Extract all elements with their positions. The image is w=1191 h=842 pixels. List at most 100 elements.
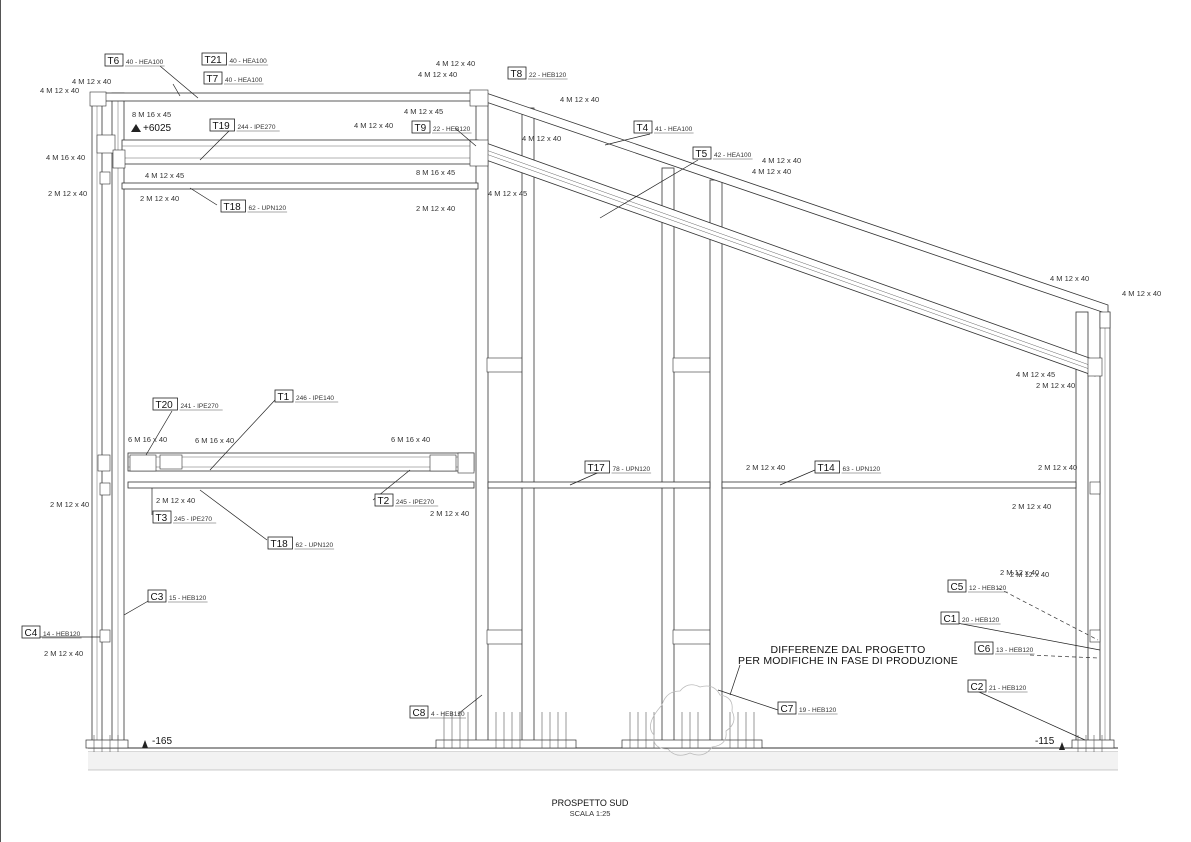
bolt-label: 8 M 16 x 45 [132, 110, 171, 119]
member-tag-desc: 41 - HEA100 [655, 126, 693, 133]
bolt-label: 2 M 12 x 40 [1012, 502, 1051, 511]
note-line-2: PER MODIFICHE IN FASE DI PRODUZIONE [738, 655, 958, 667]
bolt-label: 2 M 12 x 40 [430, 509, 469, 518]
bolt-label: 2 M 12 x 40 [1000, 568, 1039, 577]
column-c1 [1099, 311, 1111, 749]
member-tag-t20: T20 241 - IPE270 [152, 397, 223, 411]
member-tag-id: T3 [156, 513, 168, 524]
bolt-labels: 4 M 12 x 404 M 12 x 404 M 12 x 404 M 12 … [40, 59, 1161, 658]
ground-line [88, 747, 1118, 771]
member-tag-box [947, 579, 967, 593]
beam-t1 [127, 452, 475, 472]
member-tag-id: C4 [25, 628, 38, 639]
member-tag-id: T20 [156, 400, 174, 411]
title-name: PROSPETTO SUD [552, 798, 629, 808]
member-tag-id: C6 [978, 644, 991, 655]
bolt-label: 2 M 12 x 40 [50, 500, 89, 509]
member-tag-desc: 241 - IPE270 [181, 403, 219, 410]
beam-t14 [721, 481, 1077, 489]
member-tag-id: T18 [271, 539, 289, 550]
member-tag-desc: 244 - IPE270 [238, 124, 276, 131]
member-tag-box [692, 146, 712, 160]
member-tag-id: C7 [781, 704, 794, 715]
bolt-label: 4 M 12 x 45 [488, 189, 527, 198]
column-c4 [91, 92, 103, 749]
bolt-label: 4 M 12 x 40 [752, 167, 791, 176]
bolt-label: 4 M 12 x 40 [72, 77, 111, 86]
beam-t7 [91, 92, 487, 102]
member-tag-desc: 246 - IPE140 [296, 395, 334, 402]
member-tag-id: C1 [944, 614, 957, 625]
bolt-label: 4 M 12 x 45 [404, 107, 443, 116]
level-right-label: -115 [1035, 736, 1055, 747]
bolt-label: 4 M 12 x 40 [436, 59, 475, 68]
member-tag-id: T14 [818, 463, 836, 474]
bolt-label: 4 M 12 x 45 [1016, 370, 1055, 379]
member-tag-box [507, 66, 527, 80]
member-tag-id: T19 [213, 121, 231, 132]
bolt-label: 2 M 12 x 40 [1038, 463, 1077, 472]
member-tag-t7: T7 40 - HEA100 [203, 71, 264, 85]
bolt-label: 6 M 16 x 40 [391, 435, 430, 444]
level-marker-right: -115 [1035, 736, 1065, 750]
bolt-label: 4 M 12 x 40 [762, 156, 801, 165]
rafter-t5 [485, 142, 1096, 377]
bolt-label: 4 M 12 x 45 [145, 171, 184, 180]
level-marker-left: -165 [142, 736, 172, 748]
member-tag-box [814, 460, 840, 474]
member-tag-desc: 78 - UPN120 [613, 466, 651, 473]
bolt-label: 4 M 12 x 40 [354, 121, 393, 130]
member-tag-id: T21 [205, 55, 223, 66]
member-tag-t1: T1 246 - IPE140 [274, 389, 339, 403]
base-plates [85, 739, 1115, 749]
member-tag-id: T7 [207, 74, 219, 85]
level-marker-top: +6025 [131, 123, 172, 134]
bolt-label: 4 M 12 x 40 [560, 95, 599, 104]
member-tag-desc: 13 - HEB120 [996, 647, 1034, 654]
title-scale: SCALA 1:25 [570, 809, 611, 818]
member-tag-box [409, 705, 429, 719]
member-tag-t19: T19 244 - IPE270 [209, 118, 280, 132]
member-tag-id: T4 [637, 123, 649, 134]
revision-note: DIFFERENZE DAL PROGETTO PER MODIFICHE IN… [738, 644, 958, 667]
member-tag-desc: 20 - HEB120 [962, 617, 1000, 624]
member-tag-box [152, 510, 172, 524]
drawing-title: PROSPETTO SUD SCALA 1:25 [552, 798, 629, 818]
bolt-label: 4 M 12 x 40 [40, 86, 79, 95]
bolt-label: 2 M 12 x 40 [48, 189, 87, 198]
rafter-t4 [485, 92, 1109, 315]
beam-t17 [487, 481, 711, 489]
member-tag-desc: 19 - HEB120 [799, 707, 837, 714]
member-tag-box [633, 120, 653, 134]
beam-t18-lower [127, 481, 475, 489]
member-tag-box [220, 199, 246, 213]
bolt-label: 6 M 16 x 40 [128, 435, 167, 444]
level-top-label: +6025 [143, 123, 172, 134]
member-tag-box [152, 397, 178, 411]
note-line-1: DIFFERENZE DAL PROGETTO [770, 644, 925, 656]
column-c3 [111, 92, 125, 749]
member-tag-box [203, 71, 223, 85]
column-inner-2 [661, 167, 712, 749]
connection-plates [89, 89, 1111, 643]
column-inner-1 [521, 107, 535, 749]
member-tag-box [147, 589, 167, 603]
member-tag-id: T1 [278, 392, 290, 403]
bolt-label: 6 M 16 x 40 [195, 436, 234, 445]
member-tag-box [967, 679, 987, 693]
member-tag-t4: T4 41 - HEA100 [633, 120, 694, 134]
bolt-label: 4 M 12 x 40 [418, 70, 457, 79]
member-tag-id: T17 [588, 463, 606, 474]
level-left-label: -165 [152, 736, 172, 747]
member-tag-box [584, 460, 610, 474]
bolt-label: 2 M 12 x 40 [156, 496, 195, 505]
member-tag-desc: 40 - HEA100 [225, 77, 263, 84]
member-tag-box [104, 53, 124, 67]
